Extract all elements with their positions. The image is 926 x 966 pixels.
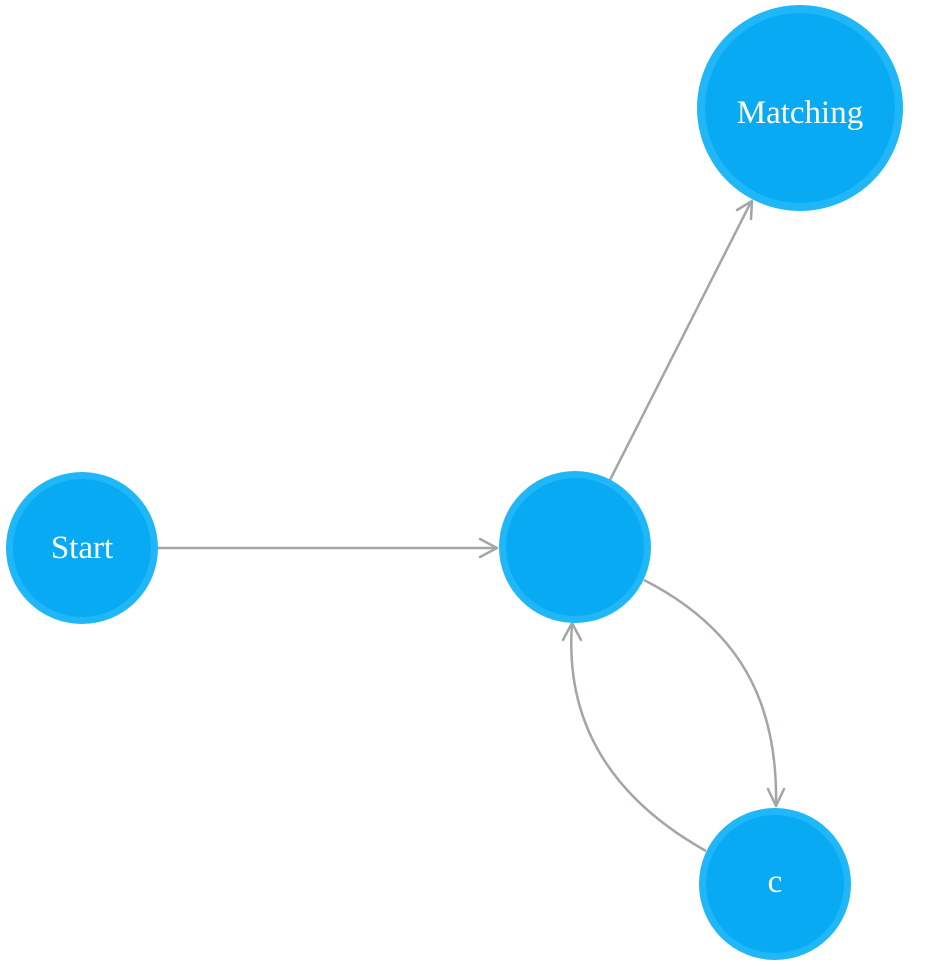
edges — [157, 199, 786, 853]
arrowhead-icon — [766, 787, 786, 808]
edge-c-to-middle — [561, 621, 707, 853]
edge-start-to-middle — [157, 537, 499, 559]
node-matching[interactable]: Matching — [697, 5, 903, 211]
edge-middle-to-matching — [608, 199, 754, 481]
node-start-label: Start — [51, 530, 113, 566]
node-middle[interactable] — [499, 471, 651, 623]
arrowhead-icon — [561, 621, 583, 642]
node-matching-label: Matching — [737, 95, 863, 131]
arrowhead-icon — [478, 537, 499, 559]
edge-middle-to-c — [643, 578, 786, 808]
nodes: Start Matching c — [6, 5, 903, 960]
node-c[interactable]: c — [699, 808, 851, 960]
node-c-label: c — [768, 864, 783, 900]
node-start[interactable]: Start — [6, 472, 158, 624]
arrowhead-icon — [735, 199, 754, 221]
